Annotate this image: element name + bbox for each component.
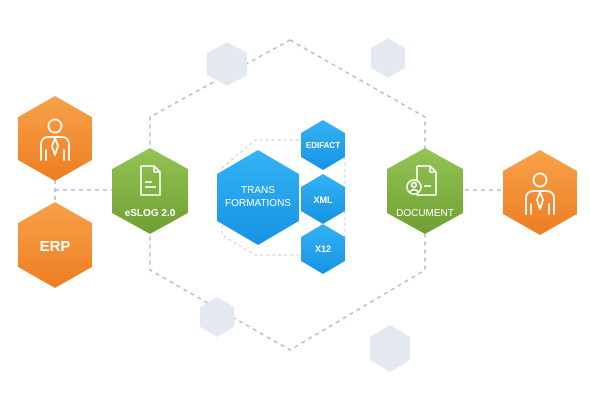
- document-user-icon: [406, 165, 437, 196]
- erp-node: ERP: [18, 202, 92, 288]
- document-label: DOCUMENT: [396, 208, 454, 219]
- eslog-node: eSLOG 2.0: [112, 148, 188, 234]
- edifact-label: EDIFACT: [306, 141, 340, 150]
- transformations-label-line1: TRANS: [241, 185, 275, 196]
- decor-hexagon-top-right: [371, 38, 405, 78]
- document-node: DOCUMENT: [387, 148, 463, 234]
- x12-label: X12: [315, 244, 331, 254]
- decor-hexagon-top-left: [207, 42, 247, 86]
- person-icon: [525, 172, 555, 215]
- x12-node: X12: [301, 224, 345, 274]
- eslog-label: eSLOG 2.0: [125, 208, 176, 219]
- xml-node: XML: [301, 174, 345, 224]
- outer-dashed-hexagon: [149, 39, 426, 351]
- edifact-node: EDIFACT: [301, 120, 345, 170]
- user-right-node: [503, 150, 577, 235]
- transformations-node: TRANS FORMATIONS: [217, 150, 299, 245]
- user-left-node: [18, 96, 92, 181]
- decor-hexagon-bottom-left: [200, 297, 234, 337]
- transformations-label-line2: FORMATIONS: [225, 198, 291, 209]
- erp-label: ERP: [40, 238, 71, 255]
- person-icon: [40, 118, 70, 161]
- document-icon: [140, 165, 161, 196]
- xml-label: XML: [314, 195, 334, 205]
- decor-hexagon-bottom-right: [370, 325, 410, 372]
